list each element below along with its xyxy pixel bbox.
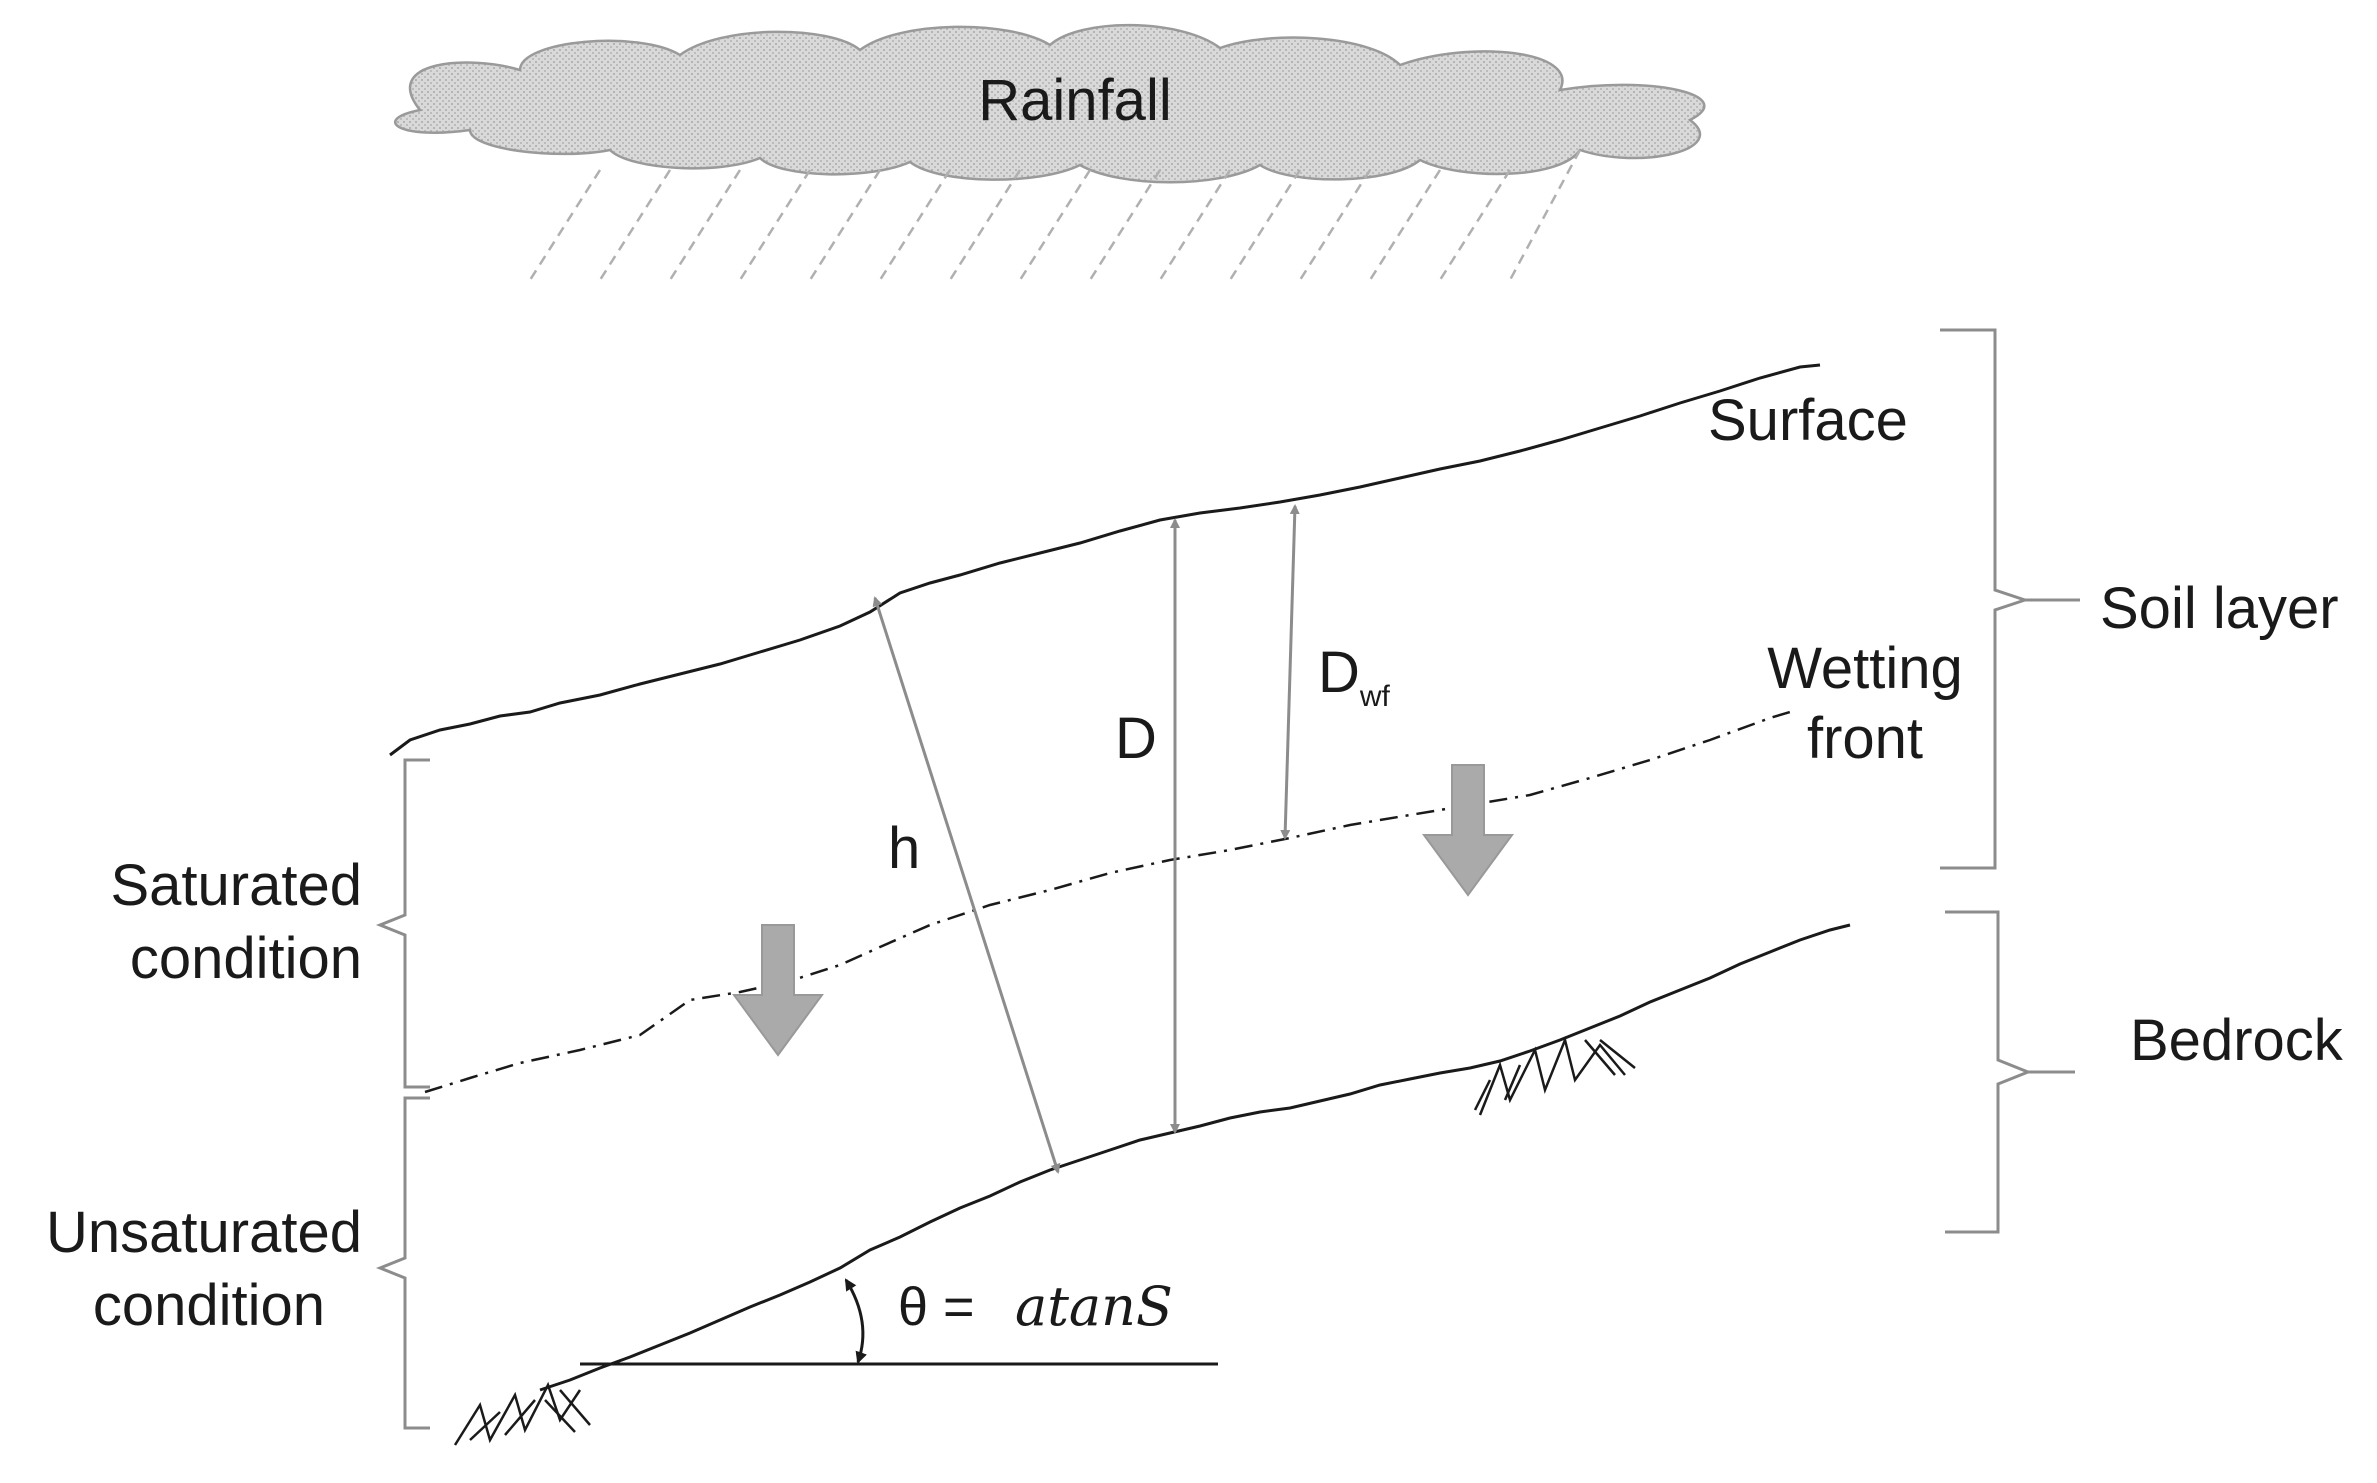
theta-rhs: atanS	[1015, 1275, 1173, 1338]
bedrock-hatch-lower	[453, 1381, 591, 1446]
theta-lhs: θ =	[898, 1277, 975, 1337]
bedrock-line	[539, 923, 1851, 1392]
unsaturated-label-2: condition	[93, 1273, 325, 1338]
saturated-bracket	[375, 758, 430, 1089]
wetting-front-label-2: front	[1807, 706, 1923, 771]
h-label: h	[888, 816, 920, 881]
saturated-label-1: Saturated	[110, 853, 362, 918]
Dwf-main: D	[1318, 640, 1360, 705]
bedrock-hatch-upper	[1473, 1035, 1636, 1116]
wetting-front-label-1: Wetting	[1767, 636, 1963, 701]
surface-line	[389, 363, 1821, 757]
rain-streaks	[528, 149, 1582, 281]
Dwf-arrow	[1280, 504, 1300, 840]
rainfall-label: Rainfall	[978, 68, 1171, 133]
bedrock-bracket	[1945, 910, 2075, 1234]
surface-label: Surface	[1708, 388, 1908, 453]
Dwf-label: Dwf	[1318, 640, 1391, 713]
infiltration-arrow-right	[1422, 764, 1514, 897]
angle-arc	[844, 1278, 867, 1364]
D-label: D	[1115, 706, 1157, 771]
saturated-label-2: condition	[130, 926, 362, 991]
bedrock-label: Bedrock	[2130, 1008, 2344, 1073]
cloud-shape	[394, 23, 1706, 184]
rainfall-cloud: Rainfall	[394, 23, 1706, 184]
h-arrow	[872, 596, 1061, 1174]
unsaturated-label-1: Unsaturated	[46, 1200, 362, 1265]
soil-layer-bracket	[1940, 328, 2080, 870]
Dwf-sub: wf	[1359, 680, 1391, 713]
infiltration-arrow-left	[732, 924, 824, 1057]
unsaturated-bracket	[375, 1096, 430, 1430]
soil-layer-label: Soil layer	[2100, 576, 2339, 641]
wetting-front-line	[424, 710, 1791, 1094]
